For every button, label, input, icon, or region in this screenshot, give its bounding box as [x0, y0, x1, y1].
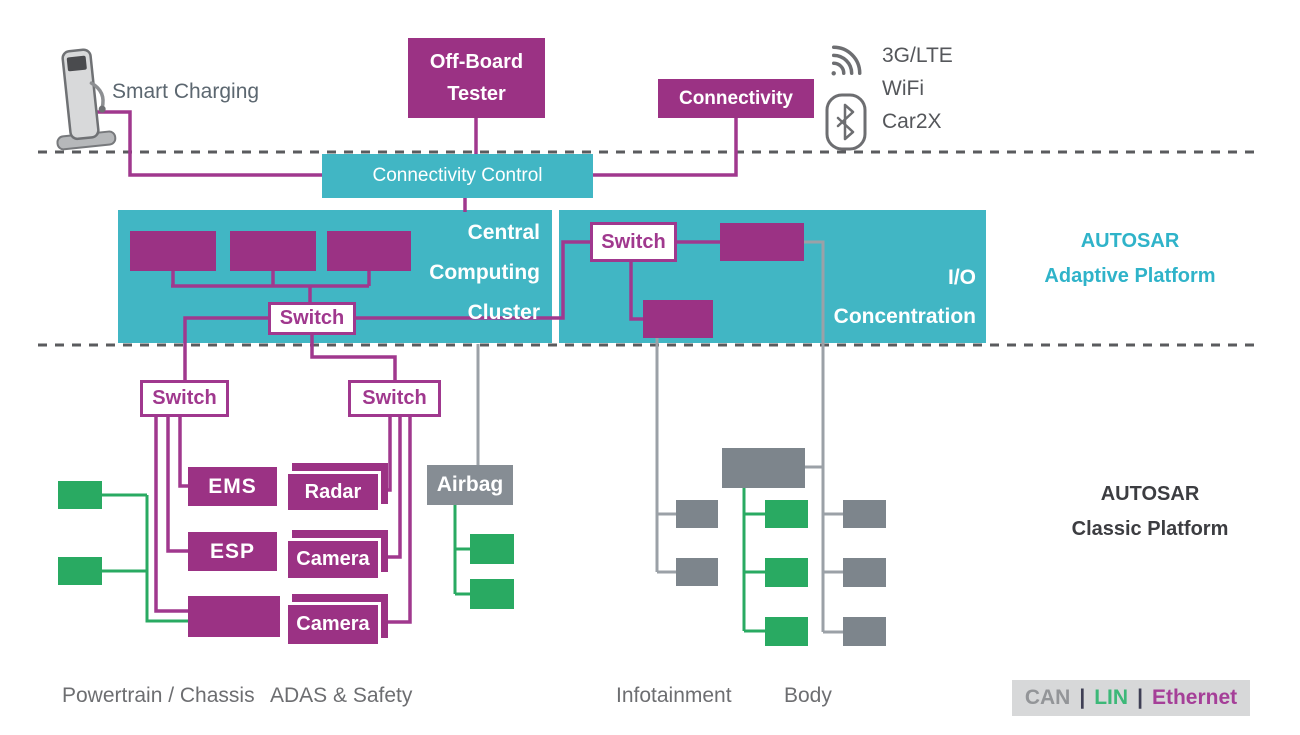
- radio-label-wifi: WiFi: [882, 77, 924, 100]
- infotainment-can-node-1: [676, 500, 718, 528]
- esp-box: ESP: [188, 532, 277, 571]
- ems-box: EMS: [188, 467, 277, 506]
- adas-switch: Switch: [348, 380, 441, 417]
- airbag-box: Airbag: [427, 465, 513, 505]
- camera-mid-box: Camera: [285, 538, 381, 581]
- domain-label-adas: ADAS & Safety: [270, 684, 413, 707]
- cluster-switch: Switch: [268, 302, 356, 335]
- io-ecu-1: [720, 223, 804, 261]
- radar-box: Radar: [285, 471, 381, 513]
- io-ecu-2: [643, 300, 713, 338]
- off-board-tester-box: Off-Board Tester: [408, 38, 545, 118]
- off-board-tester-line2: Tester: [447, 83, 506, 105]
- infotainment-can-node-2: [676, 558, 718, 586]
- cluster-ecu-1: [130, 231, 216, 271]
- legend-can: CAN: [1024, 686, 1071, 709]
- connectivity-box: Connectivity: [658, 79, 814, 118]
- can-connectors: [476, 240, 843, 634]
- airbag-lin-node-1: [470, 534, 514, 564]
- domain-label-infotainment: Infotainment: [616, 684, 732, 707]
- central-cluster-title: Central Computing Cluster: [429, 221, 540, 324]
- body-lin-node-3: [765, 617, 808, 646]
- legend-separator: |: [1137, 686, 1143, 709]
- radio-label-3g-lte: 3G/LTE: [882, 44, 953, 67]
- dashed-separator-lines: [38, 150, 1262, 347]
- camera-bottom-box: Camera: [285, 602, 381, 647]
- smart-charging-label: Smart Charging: [112, 80, 260, 103]
- legend-separator: |: [1079, 686, 1086, 709]
- powertrain-ecu-unlabeled: [188, 596, 280, 637]
- legend-lin: LIN: [1094, 686, 1129, 709]
- powertrain-lin-node-2: [58, 557, 102, 585]
- body-head-ecu: [722, 448, 805, 488]
- legend-ethernet: Ethernet: [1151, 686, 1238, 709]
- adaptive-platform-label: AUTOSAR Adaptive Platform: [1044, 230, 1216, 287]
- body-can-node-2: [843, 558, 886, 587]
- wireless-signal-icon: [831, 45, 862, 76]
- powertrain-lin-node-1: [58, 481, 102, 509]
- connectivity-control-box: Connectivity Control: [322, 154, 593, 198]
- ev-charger-icon: [56, 48, 117, 151]
- bluetooth-icon: [825, 93, 867, 151]
- body-can-node-3: [843, 617, 886, 646]
- io-switch: Switch: [590, 222, 677, 262]
- powertrain-switch: Switch: [140, 380, 229, 417]
- body-lin-node-1: [765, 500, 808, 528]
- airbag-lin-node-2: [470, 579, 514, 609]
- domain-label-powertrain: Powertrain / Chassis: [62, 684, 255, 707]
- radio-label-car2x: Car2X: [882, 110, 942, 133]
- off-board-tester-line1: Off-Board: [429, 51, 524, 73]
- bus-legend: CAN | LIN | Ethernet: [1012, 680, 1250, 716]
- lin-connectors: [102, 487, 765, 633]
- cluster-ecu-2: [230, 231, 316, 271]
- radio-labels: 3G/LTE WiFi Car2X: [882, 39, 953, 138]
- io-concentration-title: I/O Concentration: [833, 266, 976, 328]
- domain-label-body: Body: [784, 684, 832, 707]
- body-can-node-1: [843, 500, 886, 528]
- ethernet-connectors: [97, 110, 738, 624]
- cluster-ecu-3: [327, 231, 411, 271]
- body-lin-node-2: [765, 558, 808, 587]
- classic-platform-label: AUTOSAR Classic Platform: [1071, 483, 1229, 540]
